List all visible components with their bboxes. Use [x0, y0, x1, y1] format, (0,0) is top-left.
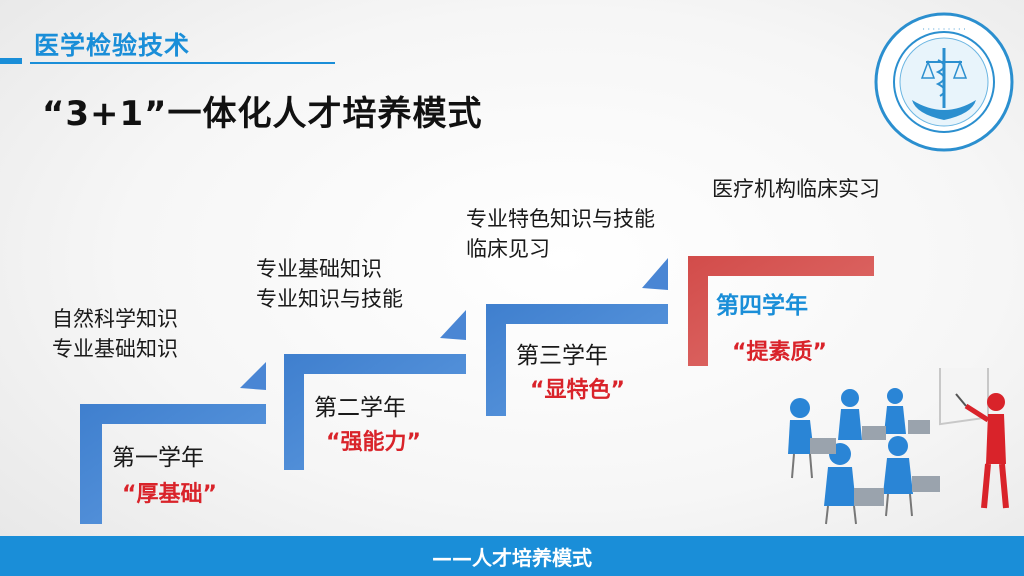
step-2-content: 专业基础知识 专业知识与技能: [256, 254, 403, 314]
header-underline: [30, 62, 335, 64]
step-1-content: 自然科学知识 专业基础知识: [52, 304, 178, 364]
college-seal-logo: · · · · · · · · ·: [874, 12, 1014, 152]
step-4-content: 医疗机构临床实习: [712, 174, 880, 204]
step-3-year: 第三学年: [516, 343, 608, 369]
step-1-slogan: “厚基础”: [122, 482, 217, 507]
step-4-year: 第四学年: [716, 293, 808, 319]
step-1-bracket: [80, 362, 266, 524]
content-line: 自然科学知识: [52, 307, 178, 331]
step-1-year: 第一学年: [112, 445, 204, 471]
svg-text:· · · · · · · · ·: · · · · · · · · ·: [922, 25, 965, 34]
header-accent-bar: [0, 58, 22, 64]
content-line: 临床见习: [466, 237, 550, 261]
step-4-slogan: “提素质”: [732, 340, 827, 365]
content-line: 专业基础知识: [52, 337, 178, 361]
content-line: 专业基础知识: [256, 257, 382, 281]
step-3-content: 专业特色知识与技能 临床见习: [466, 204, 655, 264]
section-title: 医学检验技术: [34, 31, 191, 60]
step-3-bracket: [486, 258, 668, 416]
step-3-slogan: “显特色”: [530, 378, 625, 403]
step-2-year: 第二学年: [314, 395, 406, 421]
step-2-bracket: [284, 310, 466, 470]
classroom-illustration: [788, 368, 1009, 525]
content-line: 专业特色知识与技能: [466, 207, 655, 231]
step-2-slogan: “强能力”: [326, 430, 421, 455]
content-line: 医疗机构临床实习: [712, 177, 880, 201]
footer-bar: [0, 536, 1024, 576]
step-4-bracket: [688, 256, 874, 366]
footer-caption: ——人才培养模式: [432, 546, 592, 570]
content-line: 专业知识与技能: [256, 287, 403, 311]
slide-title: “3+1”一体化人才培养模式: [42, 94, 483, 134]
